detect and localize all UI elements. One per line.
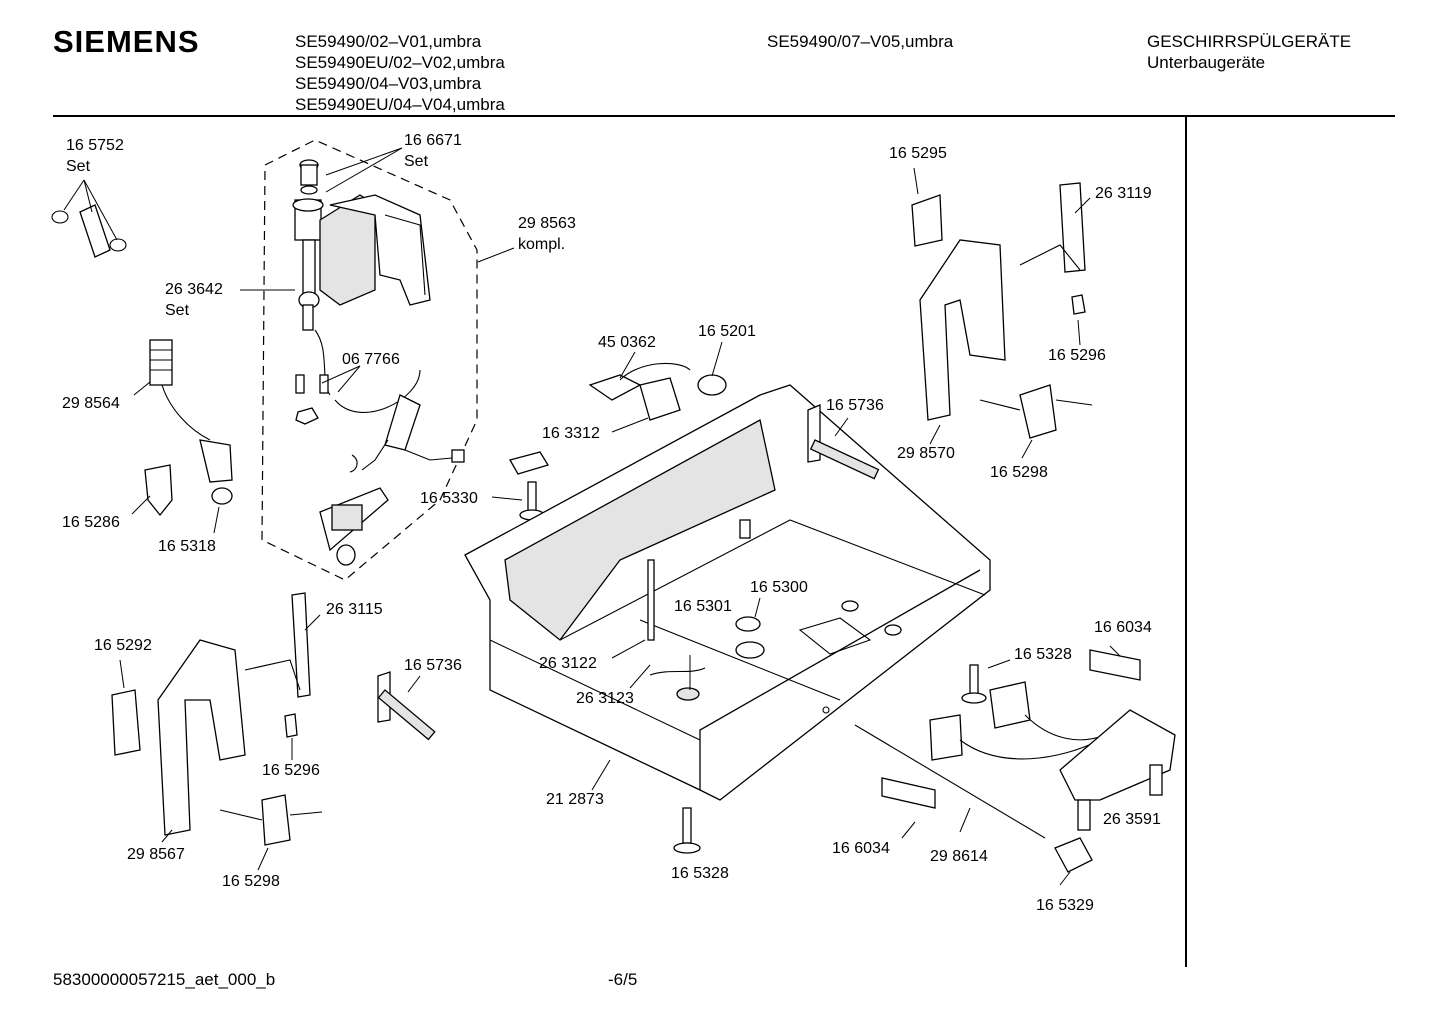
- part-number: 29 8570: [897, 445, 955, 462]
- part-number: 29 8563: [518, 215, 576, 232]
- cable-harness-drawing: [929, 659, 1106, 761]
- part-number: 29 8564: [62, 395, 120, 412]
- model-line: SE59490EU/02–V02,umbra: [295, 53, 505, 72]
- model-line-center: SE59490/07–V05,umbra: [767, 32, 954, 51]
- category: GESCHIRRSPÜLGERÄTE Unterbaugeräte: [1147, 31, 1351, 73]
- connector-strip-drawing: [881, 645, 1141, 839]
- leader-line: [325, 147, 403, 193]
- part-number: 26 3115: [326, 601, 383, 618]
- rod-drawing: [854, 724, 1046, 839]
- part-number: 16 5295: [889, 145, 947, 162]
- side-divider: [1185, 117, 1187, 967]
- part-number: 16 5296: [262, 762, 320, 779]
- foot-screw-drawing: [673, 807, 701, 854]
- inlet-cable-drawing: [295, 329, 465, 473]
- part-number: 16 5298: [222, 873, 280, 890]
- part-qualifier: kompl.: [518, 236, 565, 253]
- part-number: 16 5300: [750, 579, 808, 596]
- leader-line: [321, 365, 361, 384]
- base-tub-drawing: [464, 384, 991, 801]
- part-number: 16 5292: [94, 637, 152, 654]
- panel-cover-drawing: [1059, 709, 1176, 831]
- screw-block-drawing: [491, 451, 549, 521]
- part-number: 21 2873: [546, 791, 604, 808]
- brand-logo: SIEMENS: [53, 24, 200, 59]
- inlet-valve-drawing: [292, 159, 431, 331]
- model-line: SE59490/04–V03,umbra: [295, 74, 482, 93]
- part-number: 16 6034: [1094, 619, 1152, 636]
- part-number: 16 5301: [674, 598, 732, 615]
- aquastop-box-drawing: [319, 487, 389, 566]
- part-number: 26 3642: [165, 281, 223, 298]
- part-number: 16 5328: [671, 865, 729, 882]
- header-divider: [53, 115, 1395, 117]
- part-number: 16 3312: [542, 425, 600, 442]
- clip-drawing: [131, 464, 220, 534]
- part-number: 16 5328: [1014, 646, 1072, 663]
- assembly-outline: [261, 139, 478, 581]
- part-number: 16 5298: [990, 464, 1048, 481]
- part-number: 26 3123: [576, 690, 634, 707]
- part-number: 16 5286: [62, 514, 120, 531]
- part-qualifier: Set: [66, 158, 91, 175]
- part-number: 26 3591: [1103, 811, 1161, 828]
- part-number: 29 8614: [930, 848, 988, 865]
- hose-clamp-drawing: [51, 179, 127, 258]
- model-list: SE59490/02–V01,umbra SE59490EU/02–V02,um…: [295, 31, 505, 115]
- model-line: SE59490EU/04–V04,umbra: [295, 95, 505, 114]
- part-number: 16 5201: [698, 323, 756, 340]
- part-number: 26 3119: [1095, 185, 1152, 202]
- leader-line: [337, 365, 361, 393]
- document-id: 58300000057215_aet_000_b: [53, 970, 276, 989]
- bellows-hose-drawing: [133, 339, 233, 505]
- part-qualifier: Set: [404, 153, 429, 170]
- leader-line: [325, 147, 403, 176]
- part-qualifier: Set: [165, 302, 190, 319]
- part-number: 16 5329: [1036, 897, 1094, 914]
- part-number: 16 5318: [158, 538, 216, 555]
- leader-line: [477, 247, 515, 263]
- motor-connector-drawing: [588, 341, 727, 433]
- category-title: GESCHIRRSPÜLGERÄTE: [1147, 32, 1352, 51]
- part-number: 45 0362: [598, 334, 656, 351]
- model-line: SE59490/02–V01,umbra: [295, 32, 482, 51]
- cap-drawing: [1054, 837, 1093, 886]
- bracket-drawing-right: [911, 167, 1093, 459]
- part-number: 16 5736: [826, 397, 884, 414]
- part-number: 16 6034: [832, 840, 890, 857]
- part-number: 16 5330: [420, 490, 478, 507]
- part-number: 16 5296: [1048, 347, 1106, 364]
- part-number: 16 5736: [404, 657, 462, 674]
- part-number: 06 7766: [342, 351, 400, 368]
- part-number: 16 6671: [404, 132, 462, 149]
- part-number: 26 3122: [539, 655, 597, 672]
- spring-drawing-left: [377, 671, 436, 741]
- spring-drawing-right: [807, 404, 880, 480]
- bracket-drawing-left: [111, 592, 323, 871]
- page-number: -6/5: [608, 970, 638, 989]
- part-number: 16 5752: [66, 137, 124, 154]
- category-subtitle: Unterbaugeräte: [1147, 53, 1266, 72]
- part-number: 29 8567: [127, 846, 185, 863]
